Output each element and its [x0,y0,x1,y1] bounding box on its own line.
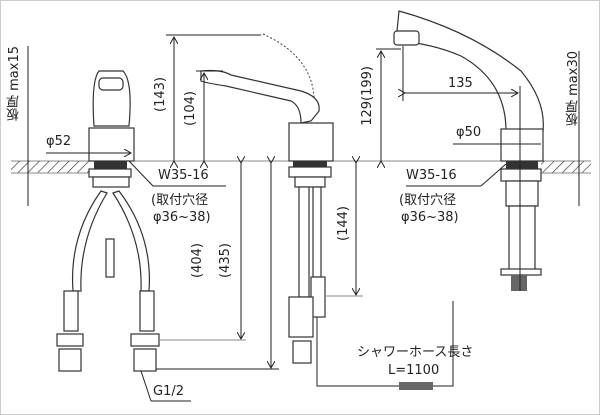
dimension-lines [46,34,541,402]
center-faucet-body [200,33,334,364]
counter-hatch-left [11,161,91,173]
length-435-label: (435) [218,243,233,278]
left-faucet-body [56,70,160,372]
connector-label: G1/2 [153,384,184,399]
shower-hose [316,301,454,387]
hose-weight [399,382,433,390]
spout-height-label: 129(199) [360,66,375,126]
left-diameter-label: φ52 [46,134,72,149]
reach-label: 135 [448,76,473,91]
height-143-label: (143) [153,77,168,112]
right-hole-label-2: φ36~38) [401,210,459,225]
hose-label: シャワーホース長さ [357,345,474,360]
height-104-label: (104) [183,91,198,126]
left-hole-label-2: φ36~38) [153,210,211,225]
hose-length-label: L=1100 [388,363,440,378]
right-faucet-body [393,10,544,291]
right-hole-label-1: (取付穴径 [399,193,457,208]
left-thread-label: W35-16 [158,168,209,183]
right-diameter-label: φ50 [456,125,482,140]
counter-hatch-right [541,161,591,173]
left-hole-label-1: (取付穴径 [151,193,209,208]
length-144-label: (144) [336,206,351,241]
left-counter-thickness-label: 板厚 max15 [7,46,22,121]
right-counter-thickness-label: 板厚 max30 [566,51,581,126]
right-thread-label: W35-16 [406,168,457,183]
length-404-label: (404) [190,243,205,278]
